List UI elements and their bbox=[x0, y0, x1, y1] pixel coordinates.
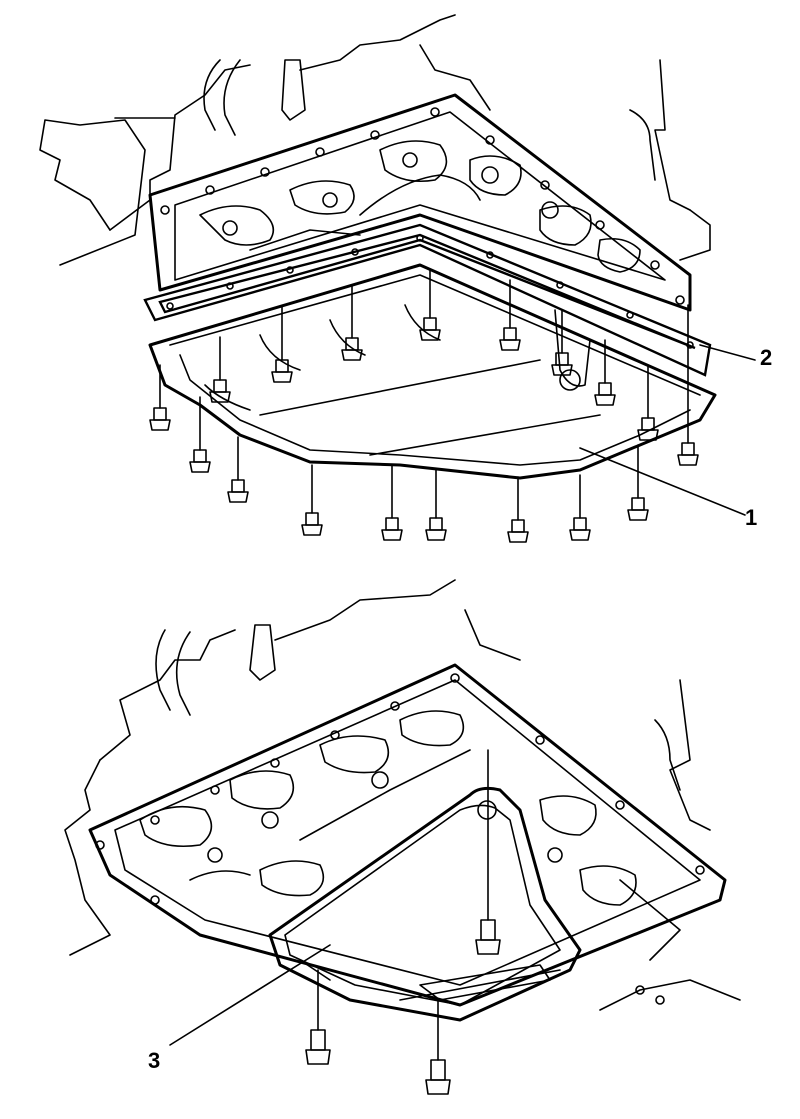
pan-gasket bbox=[143, 223, 712, 377]
bottom-view: 3 bbox=[64, 579, 741, 1095]
strainer-bolts bbox=[305, 749, 501, 1095]
leader-line-gasket bbox=[699, 344, 756, 361]
bolt bbox=[209, 336, 231, 403]
bolt bbox=[227, 436, 249, 503]
bolt bbox=[419, 269, 441, 341]
case-flange-top bbox=[148, 93, 692, 312]
case-flange-bottom bbox=[88, 663, 727, 1007]
bolt bbox=[425, 469, 447, 541]
bolt bbox=[475, 749, 501, 955]
leader-line-strainer bbox=[169, 944, 331, 1046]
bolt bbox=[551, 309, 573, 376]
bolt bbox=[627, 444, 649, 521]
bolt bbox=[507, 476, 529, 543]
callout-2: 2 bbox=[760, 345, 772, 370]
bolt bbox=[594, 339, 616, 406]
bolt bbox=[149, 364, 171, 431]
bolt bbox=[425, 999, 451, 1095]
bolt bbox=[569, 474, 591, 541]
bolt bbox=[381, 464, 403, 541]
bolt bbox=[499, 279, 521, 351]
callout-3: 3 bbox=[148, 1048, 160, 1073]
transmission-housing-bottom bbox=[64, 579, 741, 1011]
bolt bbox=[677, 304, 699, 466]
leader-line-pan bbox=[579, 447, 746, 516]
bolt bbox=[301, 464, 323, 536]
bolt bbox=[271, 306, 293, 383]
callout-1: 1 bbox=[745, 505, 757, 530]
bolt bbox=[189, 396, 211, 473]
oil-strainer bbox=[268, 786, 582, 1022]
bolt bbox=[637, 364, 659, 441]
pan-bolts bbox=[149, 269, 699, 543]
bolt bbox=[341, 284, 363, 361]
top-view: 2 1 bbox=[39, 14, 772, 543]
bolt bbox=[305, 969, 331, 1065]
